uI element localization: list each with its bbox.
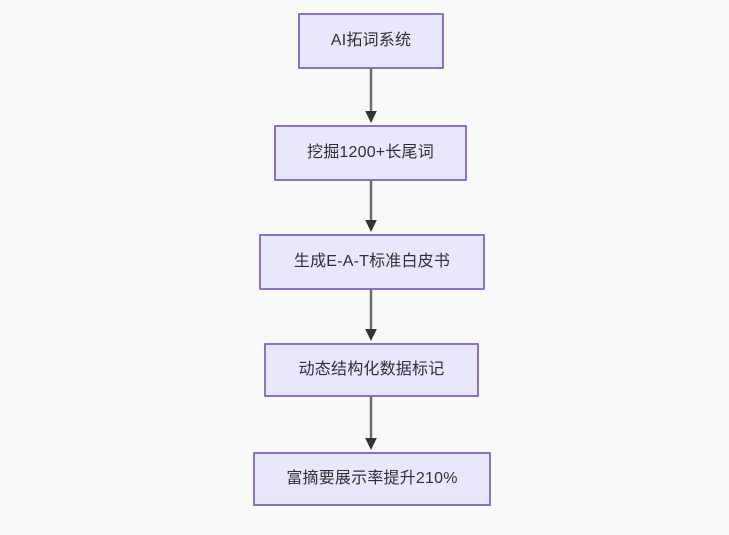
flow-node-label: 动态结构化数据标记 — [298, 361, 445, 379]
flow-node-generate-eat-whitepaper[interactable]: 生成E-A-T标准白皮书 — [259, 234, 485, 290]
flow-node-label: 生成E-A-T标准白皮书 — [293, 253, 451, 271]
flow-edge-2-to-3 — [343, 181, 399, 234]
flow-node-dynamic-structured-data-markup[interactable]: 动态结构化数据标记 — [264, 343, 479, 397]
flow-node-ai-keyword-system[interactable]: AI拓词系统 — [298, 13, 444, 69]
flow-node-label: 挖掘1200+长尾词 — [307, 144, 434, 162]
flow-edge-3-to-4 — [343, 290, 399, 343]
arrow-down-icon — [365, 220, 377, 232]
arrow-down-icon — [365, 111, 377, 123]
flow-node-rich-snippet-impression-lift[interactable]: 富摘要展示率提升210% — [253, 452, 491, 506]
flow-edge-1-to-2 — [343, 69, 399, 125]
flow-node-mine-longtail-keywords[interactable]: 挖掘1200+长尾词 — [274, 125, 467, 181]
arrow-down-icon — [365, 329, 377, 341]
flow-edge-4-to-5 — [343, 397, 399, 452]
arrow-down-icon — [365, 438, 377, 450]
flow-node-label: 富摘要展示率提升210% — [286, 470, 458, 488]
flow-node-label: AI拓词系统 — [330, 32, 412, 50]
